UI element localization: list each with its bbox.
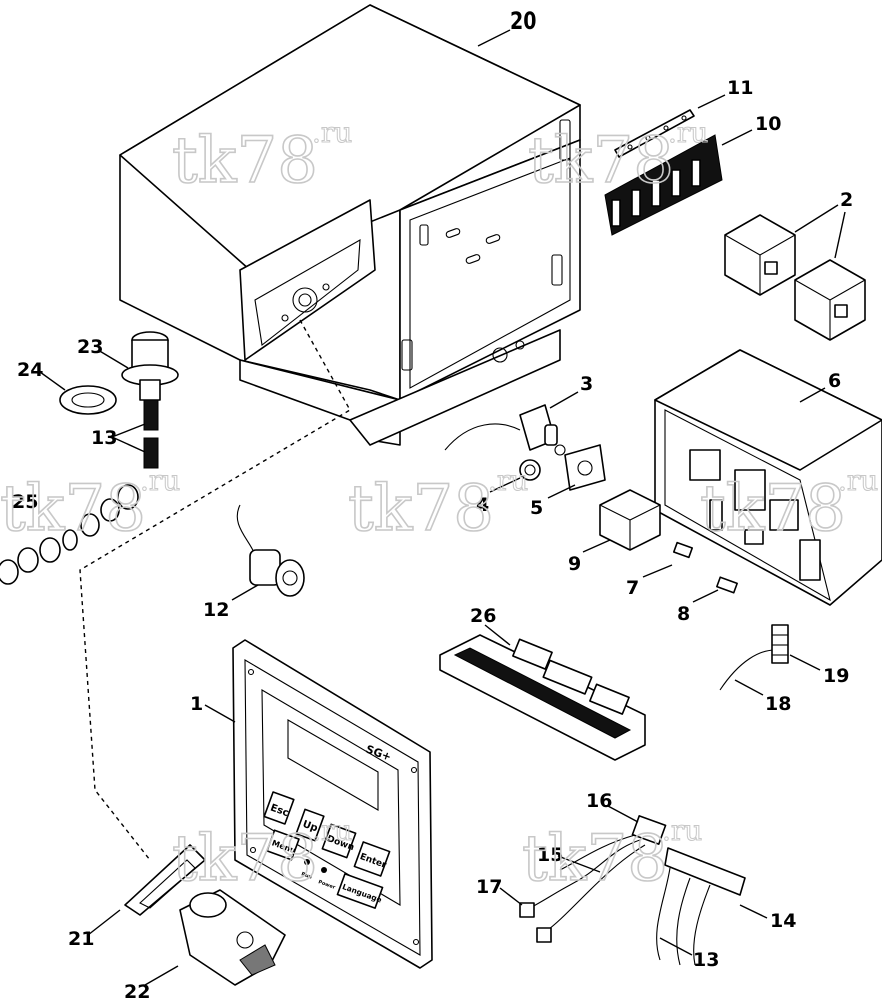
callout-numbers: 20 11 10 2 3 6 4 5 9 7 8 12 26 19 18 1 2… (12, 8, 853, 1000)
svg-text:tk78: tk78 (172, 822, 318, 896)
svg-text:tk78: tk78 (528, 124, 674, 198)
run-label: Run (300, 871, 313, 881)
ribbon-connector (656, 847, 746, 966)
watermark-bottom-right: tk78 .ru (521, 814, 703, 897)
power-label: Power (317, 879, 336, 891)
callout-16: 16 (586, 790, 612, 812)
callout-10: 10 (755, 113, 781, 135)
rubber-washer (59, 385, 117, 415)
label-strip (614, 109, 695, 158)
terminal-block (604, 134, 723, 236)
callout-13-upper: 13 (91, 427, 117, 449)
svg-text:tk78: tk78 (522, 822, 668, 896)
power-led (321, 867, 327, 873)
callout-4: 4 (476, 494, 489, 516)
watermark-mid-left: tk78 .ru (0, 464, 181, 547)
svg-text:tk78: tk78 (0, 472, 146, 546)
callout-23: 23 (77, 336, 103, 358)
connector-assembly (179, 889, 286, 986)
leader-lines (39, 29, 846, 986)
mounting-guide-line (79, 319, 351, 861)
svg-text:.ru: .ru (312, 116, 352, 149)
key-down[interactable] (321, 823, 357, 859)
run-led (304, 859, 310, 865)
hex-nut (519, 459, 541, 481)
relay-cube (599, 489, 661, 551)
callout-6: 6 (828, 370, 841, 392)
callout-2: 2 (840, 189, 853, 211)
relay-upper (724, 214, 796, 296)
hardware-stack (0, 484, 139, 585)
callout-1: 1 (190, 693, 203, 715)
callout-18: 18 (765, 693, 791, 715)
fuse-8 (716, 576, 738, 594)
key-esc[interactable] (263, 791, 295, 825)
svg-text:.ru: .ru (312, 814, 352, 847)
key-up-label: Up (301, 819, 319, 835)
callout-21: 21 (68, 928, 94, 950)
callout-15: 15 (537, 844, 563, 866)
cable-segment-upper (143, 399, 159, 469)
svg-text:.ru: .ru (668, 116, 708, 149)
control-panel: SG+ Esc Up Down Enter Menu Language Powe… (232, 639, 433, 969)
callout-12: 12 (203, 599, 229, 621)
switch-gasket (564, 444, 606, 491)
enclosure-box (119, 4, 581, 446)
svg-text:tk78: tk78 (172, 124, 318, 198)
watermark-top-right: tk78 .ru (527, 116, 709, 199)
svg-text:.ru: .ru (140, 464, 180, 497)
relay-lower (794, 259, 866, 341)
cable-bushing (121, 331, 179, 401)
svg-text:tk78: tk78 (700, 472, 846, 546)
harness-connector (719, 624, 789, 691)
temperature-sensor (236, 504, 305, 597)
svg-text:.ru: .ru (488, 464, 528, 497)
key-language[interactable] (336, 873, 384, 909)
callout-8: 8 (677, 603, 690, 625)
callout-26: 26 (470, 605, 496, 627)
toggle-switch (444, 404, 566, 456)
panel-gasket (124, 844, 206, 916)
watermarks: tk78 .ru tk78 .ru tk78 .ru tk78 .ru tk78… (0, 116, 879, 897)
callout-13-lower: 13 (693, 949, 719, 971)
callout-24: 24 (17, 359, 43, 381)
callout-19: 19 (823, 665, 849, 687)
key-menu[interactable] (266, 829, 300, 861)
watermark-mid-right: tk78 .ru (699, 464, 879, 547)
callout-3: 3 (580, 373, 593, 395)
key-enter[interactable] (353, 841, 391, 877)
callout-5: 5 (530, 497, 543, 519)
callout-14: 14 (770, 910, 796, 932)
harness-assembly (519, 815, 667, 943)
watermark-bottom-center: tk78 .ru (171, 814, 353, 897)
callout-25: 25 (12, 491, 38, 513)
circuit-board (439, 634, 646, 761)
keypad: Esc Up Down Enter Menu Language Power Ru… (263, 791, 391, 909)
fuse-7 (672, 541, 694, 559)
watermark-mid-center: tk78 .ru (347, 464, 529, 547)
controller-box (654, 349, 882, 606)
callout-7: 7 (626, 577, 639, 599)
callout-11: 11 (727, 77, 753, 99)
svg-text:.ru: .ru (662, 814, 702, 847)
callout-9: 9 (568, 553, 581, 575)
callout-17: 17 (476, 876, 502, 898)
watermark-top-center: tk78 .ru (171, 116, 353, 199)
svg-text:.ru: .ru (838, 464, 878, 497)
callout-20: 20 (510, 8, 536, 36)
callout-22: 22 (124, 981, 150, 1000)
svg-text:tk78: tk78 (348, 472, 494, 546)
key-up[interactable] (295, 808, 325, 842)
